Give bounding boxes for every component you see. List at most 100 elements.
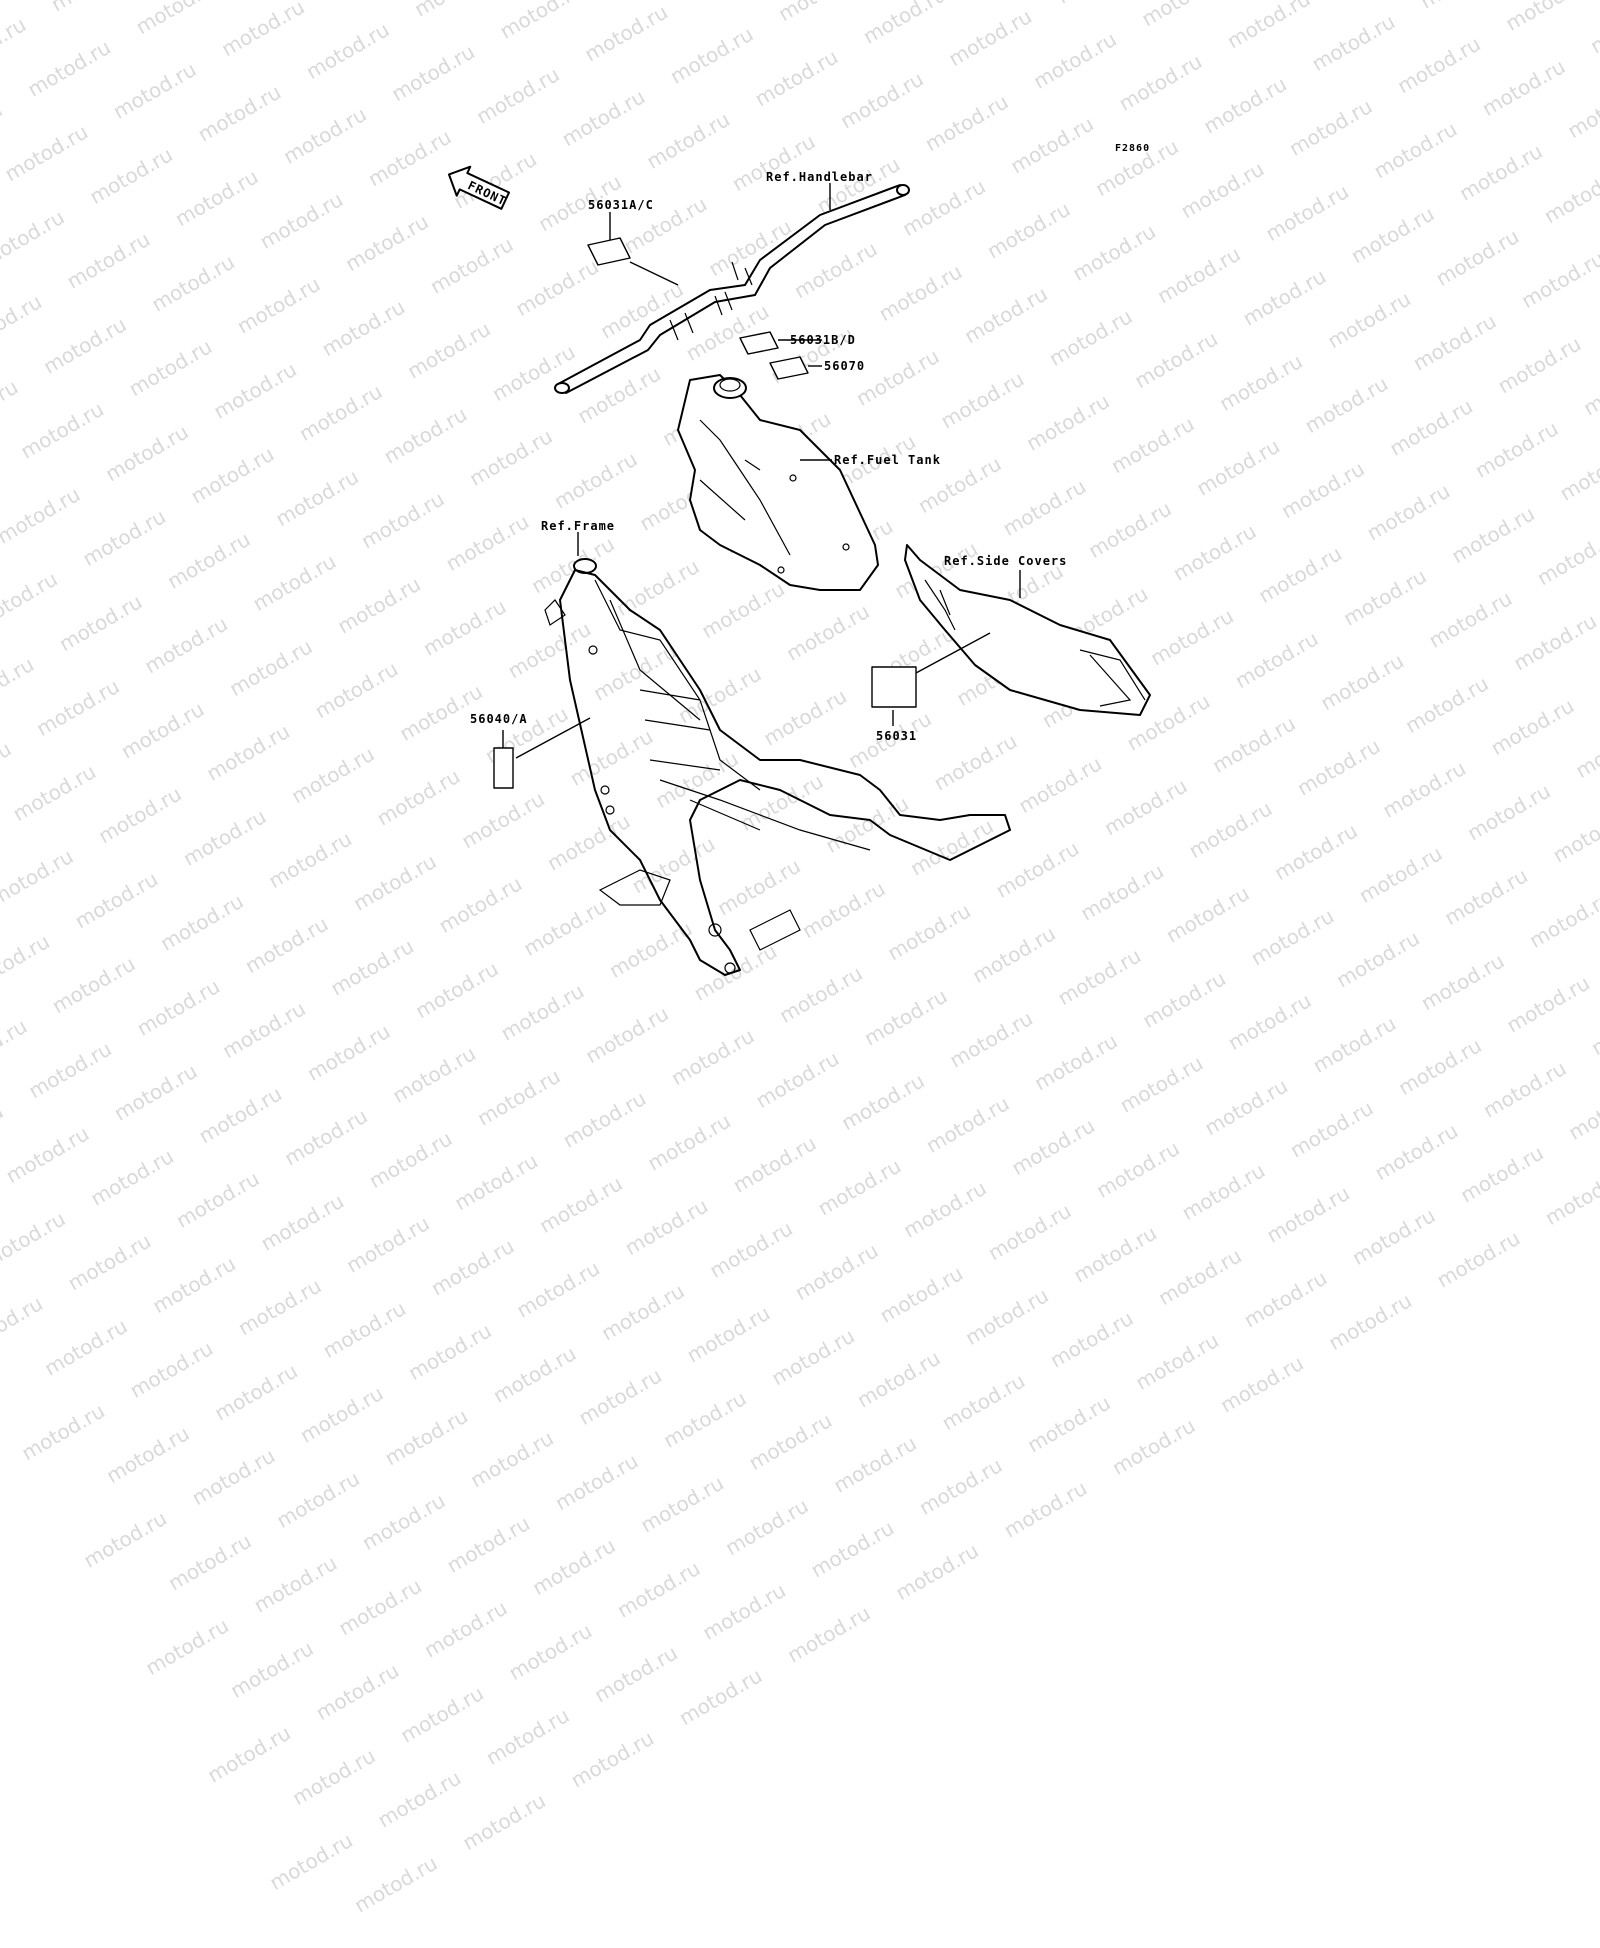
watermark-text: motod.ru — [488, 1341, 581, 1408]
watermark-text: motod.ru — [783, 1600, 875, 1668]
watermark-text: motod.ru — [0, 1206, 70, 1274]
watermark-text: motod.ru — [373, 1765, 466, 1833]
watermark-text: motod.ru — [249, 1550, 342, 1618]
watermark-text: motod.ru — [674, 1663, 767, 1730]
callout-fuel-tank: Ref.Fuel Tank — [834, 453, 941, 467]
watermark-text: motod.ru — [148, 1251, 240, 1319]
watermark-text: motod.ru — [590, 1640, 682, 1708]
watermark-text: motod.ru — [466, 1425, 558, 1493]
frame-drawing — [544, 558, 1011, 976]
watermark-text: motod.ru — [1107, 1413, 1200, 1480]
callout-56040a: 56040/A — [470, 712, 528, 726]
watermark-text: motod.ru — [528, 1533, 620, 1600]
watermark-text: motod.ru — [636, 1470, 728, 1538]
watermark-text: motod.ru — [125, 1336, 218, 1403]
watermark-text: motod.ru — [0, 1291, 47, 1358]
watermark-text: motod.ru — [288, 1743, 380, 1811]
watermark-text: motod.ru — [442, 1511, 535, 1578]
watermark-text: motod.ru — [404, 1318, 496, 1386]
parts-diagram: F2860 FRONT — [447, 143, 1151, 976]
watermark-text: motod.ru — [659, 1386, 751, 1453]
watermark-text: motod.ru — [597, 1278, 689, 1346]
watermark-text: motod.ru — [164, 1528, 256, 1596]
watermark-text: motod.ru — [937, 1368, 1030, 1436]
watermark-text: motod.ru — [504, 1618, 597, 1686]
watermark-text: motod.ru — [983, 1198, 1076, 1266]
watermark-text: motod.ru — [17, 1398, 109, 1466]
callout-frame: Ref.Frame — [541, 519, 615, 533]
watermark-text: motod.ru — [767, 1323, 859, 1391]
watermark-text: motod.ru — [226, 1636, 318, 1703]
watermark-text: motod.ru — [334, 1573, 426, 1641]
watermark-text: motod.ru — [829, 1430, 921, 1498]
watermark-text: motod.ru — [380, 1403, 473, 1471]
callout-56031: 56031 — [876, 729, 917, 743]
watermark-text: motod.ru — [721, 1493, 813, 1561]
watermark-text: motod.ru — [396, 1680, 488, 1748]
callout-side-covers: Ref.Side Covers — [944, 554, 1067, 568]
watermark-text: motod.ru — [698, 1578, 790, 1645]
decal-56031bd — [739, 331, 779, 355]
watermark-text: motod.ru — [187, 1443, 280, 1511]
watermark-text: motod.ru — [1432, 1225, 1525, 1293]
callout-56070: 56070 — [824, 359, 865, 373]
watermark-text: motod.ru — [272, 1466, 364, 1533]
watermark-text: motod.ru — [612, 1555, 705, 1623]
watermark-text: motod.ru — [79, 1505, 171, 1573]
watermark-text: motod.ru — [999, 1475, 1092, 1543]
watermark-text: motod.ru — [295, 1380, 388, 1448]
watermark-text: motod.ru — [914, 1453, 1007, 1520]
watermark-text: motod.ru — [891, 1538, 983, 1605]
watermark-text: motod.ru — [102, 1421, 194, 1488]
watermark-text: motod.ru — [357, 1488, 450, 1556]
watermark-text: motod.ru — [682, 1300, 775, 1368]
watermark-text: motod.ru — [566, 1725, 659, 1793]
watermark-text: motod.ru — [961, 1283, 1053, 1350]
side-cover-drawing — [904, 544, 1151, 716]
fuel-tank-drawing — [677, 374, 879, 591]
watermark-text: motod.ru — [790, 1238, 883, 1306]
watermark-text: motod.ru — [481, 1703, 574, 1770]
watermark-text: motod.ru — [40, 1313, 132, 1381]
decal-56031ac — [587, 237, 631, 266]
watermark-text: motod.ru — [265, 1828, 357, 1895]
watermark-text: motod.ru — [350, 1850, 442, 1918]
watermark-text: motod.ru — [458, 1788, 550, 1855]
watermark-text: motod.ru — [705, 1216, 797, 1283]
leader-lines — [502, 183, 1021, 759]
watermark-text: motod.ru — [63, 1228, 156, 1296]
watermark-text: motod.ru — [852, 1345, 945, 1413]
decal-56031 — [871, 666, 917, 708]
watermark-text: motod.ru — [318, 1296, 411, 1363]
watermark-text: motod.ru — [875, 1261, 968, 1328]
watermark-text: motod.ru — [203, 1720, 295, 1788]
watermark-text: motod.ru — [311, 1658, 404, 1725]
callout-56031ac: 56031A/C — [588, 198, 654, 212]
watermark-text: motod.ru — [1069, 1220, 1161, 1288]
watermark-text: motod.ru — [1239, 1265, 1332, 1333]
callout-56031bd: 56031B/D — [790, 333, 856, 347]
watermark-text: motod.ru — [620, 1193, 713, 1261]
watermark-text: motod.ru — [512, 1255, 604, 1323]
watermark-text: motod.ru — [141, 1613, 233, 1681]
watermark-text: motod.ru — [1216, 1350, 1308, 1418]
decal-56040a — [493, 747, 514, 789]
watermark-text: motod.ru — [1131, 1328, 1223, 1395]
handlebar-drawing — [554, 184, 910, 394]
decal-56070 — [769, 356, 809, 380]
watermark-text: motod.ru — [574, 1363, 666, 1431]
diagram-code: F2860 — [1115, 143, 1150, 154]
watermark-text: motod.ru — [1347, 1203, 1440, 1270]
watermark-text: motod.ru — [550, 1448, 643, 1516]
watermark-text: motod.ru — [419, 1595, 512, 1663]
callout-handlebar: Ref.Handlebar — [766, 170, 873, 184]
watermark-text: motod.ru — [342, 1211, 434, 1278]
watermark-text: motod.ru — [744, 1408, 837, 1475]
watermark-text: motod.ru — [1045, 1305, 1138, 1373]
watermark-text: motod.ru — [806, 1515, 899, 1583]
watermark-text: motod.ru — [1154, 1243, 1246, 1311]
watermark-text: motod.ru — [1023, 1390, 1115, 1458]
watermark-text: motod.ru — [1324, 1288, 1416, 1355]
watermark-text: motod.ru — [233, 1273, 326, 1341]
watermark-text: motod.ru — [426, 1233, 519, 1301]
